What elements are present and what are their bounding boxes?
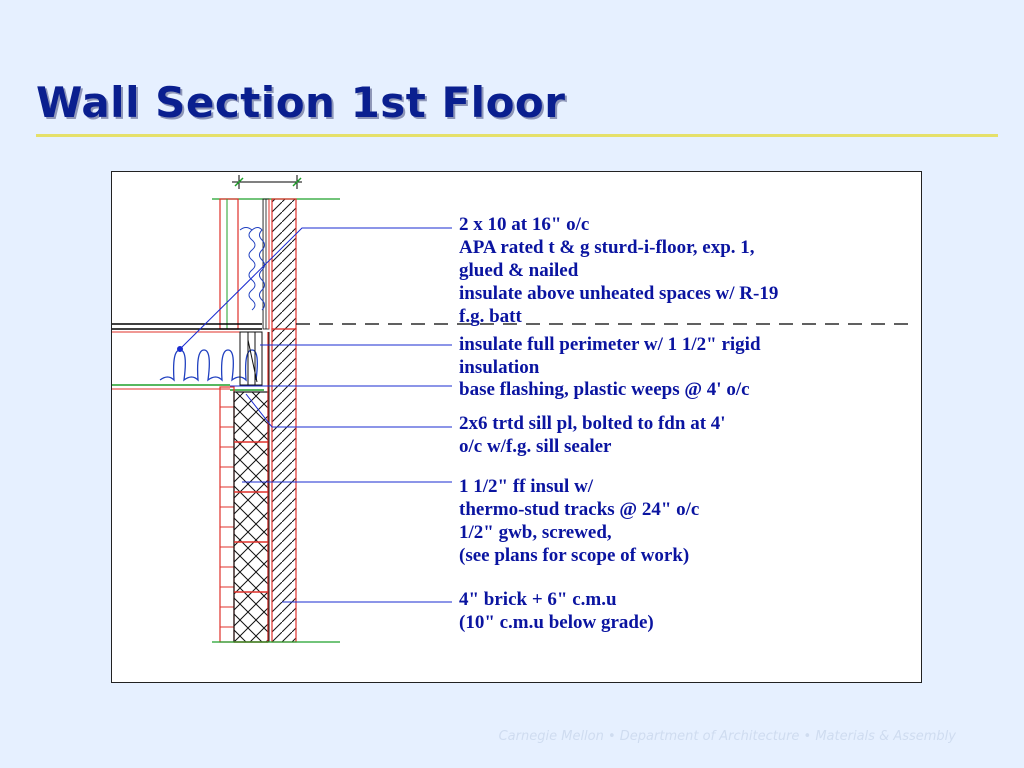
floor-level	[112, 323, 910, 390]
wall-section-drawing: 2 x 10 at 16" o/c APA rated t & g sturd-…	[111, 171, 922, 683]
note-line: insulate full perimeter w/ 1 1/2" rigid	[459, 334, 761, 355]
note-line: (10" c.m.u below grade)	[459, 612, 654, 633]
title-rule	[36, 134, 998, 137]
leader-lines	[177, 227, 452, 603]
note-line: 1/2" gwb, screwed,	[459, 522, 612, 543]
note-line: f.g. batt	[459, 306, 522, 327]
note-line: (see plans for scope of work)	[459, 545, 690, 566]
note-perimeter-insulation: insulate full perimeter w/ 1 1/2" rigid …	[459, 333, 761, 379]
footer-credit: Carnegie Mellon • Department of Architec…	[498, 729, 956, 744]
note-line: base flashing, plastic weeps @ 4' o/c	[459, 379, 750, 400]
note-line: insulation	[459, 357, 540, 378]
leader-floor	[179, 227, 452, 350]
note-floor-assembly: 2 x 10 at 16" o/c APA rated t & g sturd-…	[459, 213, 778, 328]
note-sill-plate: 2x6 trtd sill pl, bolted to fdn at 4' o/…	[459, 412, 726, 458]
leader-sill	[245, 393, 452, 428]
floor-batt-insulation	[159, 349, 258, 382]
foundation-wall	[212, 328, 340, 643]
note-line: o/c w/f.g. sill sealer	[459, 436, 612, 457]
note-line: glued & nailed	[459, 260, 579, 281]
top-dimension	[232, 175, 302, 189]
note-line: 4" brick + 6" c.m.u	[459, 589, 617, 610]
note-line: 2 x 10 at 16" o/c	[459, 214, 590, 235]
slide-title: Wall Section 1st Floor	[36, 78, 566, 127]
upper-wall	[212, 198, 340, 330]
note-masonry: 4" brick + 6" c.m.u (10" c.m.u below gra…	[459, 588, 654, 634]
note-line: APA rated t & g sturd-i-floor, exp. 1,	[459, 237, 755, 258]
note-line: 2x6 trtd sill pl, bolted to fdn at 4'	[459, 413, 726, 434]
note-line: insulate above unheated spaces w/ R-19	[459, 283, 779, 304]
note-base-flashing: base flashing, plastic weeps @ 4' o/c	[459, 378, 750, 401]
note-line: 1 1/2" ff insul w/	[459, 476, 594, 497]
rim-and-sill	[230, 331, 264, 391]
note-interior-finish: 1 1/2" ff insul w/ thermo-stud tracks @ …	[459, 475, 699, 567]
note-line: thermo-stud tracks @ 24" o/c	[459, 499, 700, 520]
section-graphics	[112, 175, 910, 643]
